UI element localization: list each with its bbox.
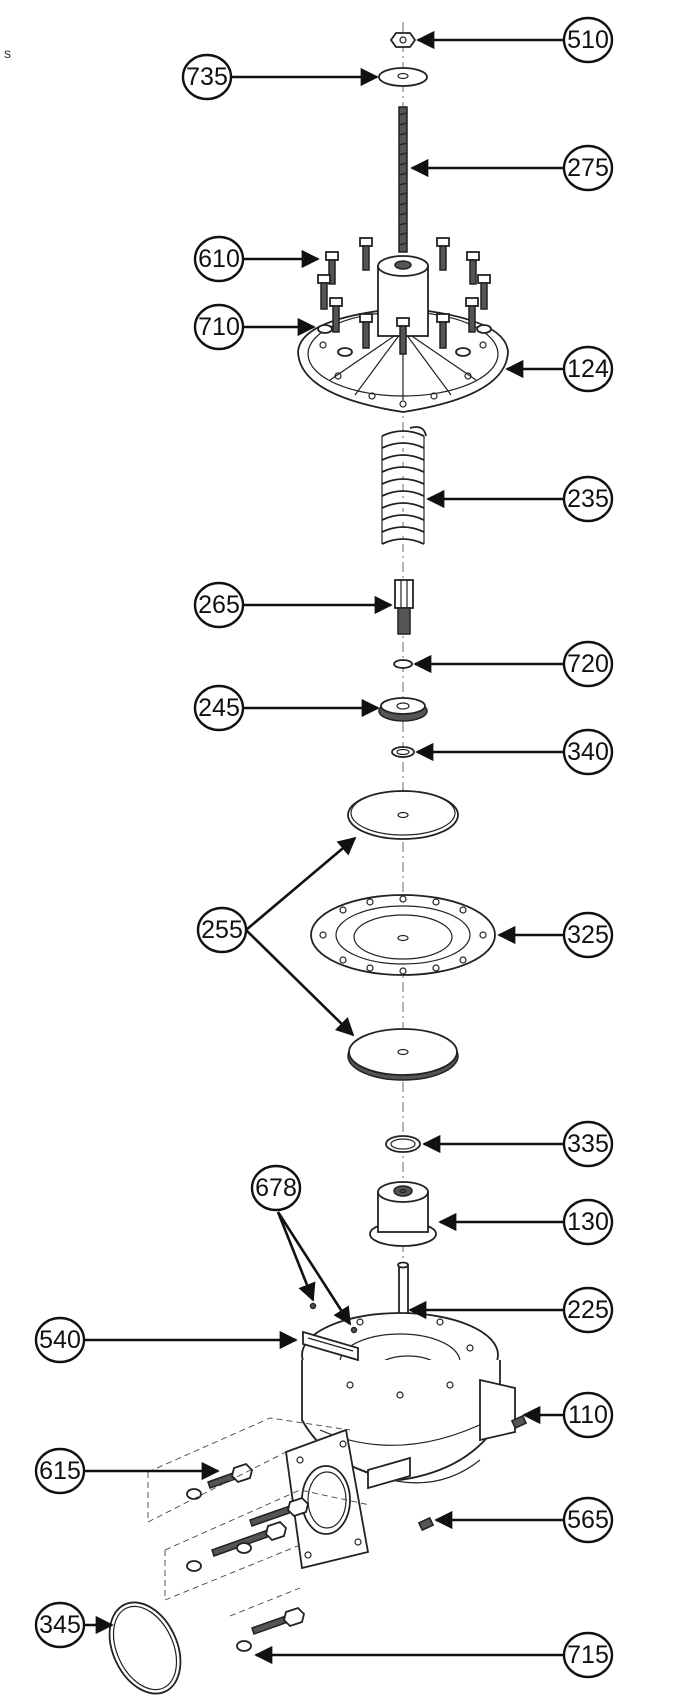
svg-text:340: 340 <box>567 738 609 766</box>
svg-text:710: 710 <box>198 313 240 341</box>
part-610-cap-screws <box>317 237 491 355</box>
svg-text:615: 615 <box>39 1457 81 1485</box>
svg-text:735: 735 <box>186 63 228 91</box>
callout-110: 110 <box>562 1391 614 1439</box>
part-130-seat <box>369 1181 437 1247</box>
svg-text:720: 720 <box>567 650 609 678</box>
part-345-o-ring <box>108 1601 182 1695</box>
part-715-lock-washers <box>186 1488 252 1652</box>
callout-325: 325 <box>562 911 614 959</box>
part-710-washers <box>317 324 492 357</box>
callout-720: 720 <box>562 640 614 688</box>
part-678-drive-screws <box>309 1302 358 1334</box>
part-275-threaded-rod <box>398 106 408 253</box>
callout-335: 335 <box>562 1120 614 1168</box>
svg-text:130: 130 <box>567 1208 609 1236</box>
callout-130: 130 <box>562 1198 614 1246</box>
callout-540: 540 <box>34 1316 86 1364</box>
part-255-lower-plate <box>347 1028 459 1081</box>
part-235-spring <box>381 426 427 545</box>
part-340-o-ring <box>391 746 415 758</box>
callout-275: 275 <box>562 144 614 192</box>
part-540-label-plate <box>302 1330 359 1362</box>
svg-text:124: 124 <box>567 355 609 383</box>
callout-678: 678 <box>250 1164 302 1212</box>
part-335-o-ring <box>385 1135 421 1153</box>
callout-710: 710 <box>193 303 245 351</box>
callout-265: 265 <box>193 581 245 629</box>
svg-text:235: 235 <box>567 485 609 513</box>
callout-715: 715 <box>562 1631 614 1679</box>
part-255-upper-plate <box>347 790 459 840</box>
part-510-nut <box>389 32 417 48</box>
leader-arrows <box>84 30 565 1665</box>
callout-255: 255 <box>196 906 248 954</box>
part-124-spring-chamber <box>297 255 509 413</box>
part-245-disc-retainer <box>378 697 428 722</box>
callout-565: 565 <box>562 1496 614 1544</box>
svg-text:335: 335 <box>567 1130 609 1158</box>
part-265-hex-stem <box>394 579 414 635</box>
svg-text:565: 565 <box>567 1506 609 1534</box>
svg-text:110: 110 <box>568 1401 608 1429</box>
corner-text: s <box>4 45 11 61</box>
callout-225: 225 <box>562 1286 614 1334</box>
callout-235: 235 <box>562 475 614 523</box>
flange-dashed-guides <box>147 1417 371 1617</box>
callout-615: 615 <box>34 1447 86 1495</box>
svg-text:510: 510 <box>567 26 609 54</box>
svg-text:678: 678 <box>255 1174 297 1202</box>
svg-text:275: 275 <box>567 154 609 182</box>
svg-text:325: 325 <box>567 921 609 949</box>
callout-610: 610 <box>193 235 245 283</box>
callout-245: 245 <box>193 684 245 732</box>
part-735-washer <box>378 67 428 87</box>
callout-735: 735 <box>181 53 233 101</box>
svg-text:255: 255 <box>201 916 243 944</box>
svg-text:540: 540 <box>39 1326 81 1354</box>
svg-text:715: 715 <box>567 1641 609 1669</box>
callout-340: 340 <box>562 728 614 776</box>
callout-124: 124 <box>562 345 614 393</box>
callout-510: 510 <box>562 16 614 64</box>
part-110-body <box>285 1312 516 1570</box>
callout-345: 345 <box>34 1601 86 1649</box>
svg-text:345: 345 <box>39 1611 81 1639</box>
svg-text:610: 610 <box>198 245 240 273</box>
part-720-o-ring <box>393 659 413 669</box>
part-325-diaphragm <box>310 894 496 976</box>
svg-text:225: 225 <box>567 1296 609 1324</box>
svg-text:265: 265 <box>198 591 240 619</box>
svg-text:245: 245 <box>198 694 240 722</box>
